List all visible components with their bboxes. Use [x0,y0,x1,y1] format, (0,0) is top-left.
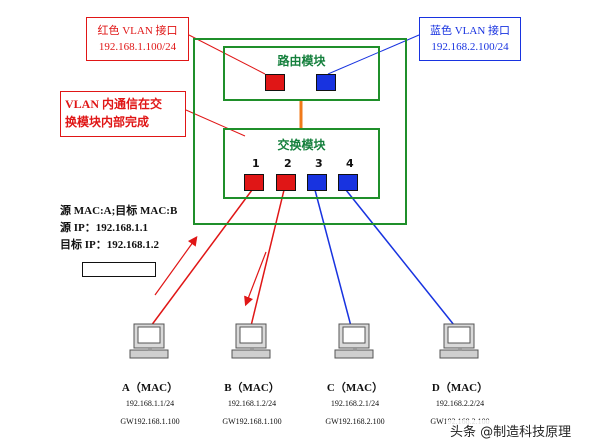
cable-port4-hostD [345,189,459,331]
port-number-3: 3 [315,157,323,170]
arrow-down-to-b [244,251,267,307]
blue-vlan-callout: 蓝色 VLAN 接口 192.168.2.100/24 [419,17,521,61]
vlan-note-callout: VLAN 内通信在交 换模块内部完成 [60,91,186,137]
layer3-switch [193,38,407,225]
routing-module-label: 路由模块 [277,54,326,68]
host-b-gw: GW192.168.1.100 [222,417,282,426]
cable-port2-hostB [249,189,285,331]
empty-frame-box [82,262,156,277]
packet-info: 源 MAC:A;目标 MAC:B 源 IP：192.168.1.1 目标 IP：… [60,203,177,254]
port-number-2: 2 [284,157,292,170]
computer-icon-d [439,323,479,359]
computer-icon-b [231,323,271,359]
packet-dst-ip-line: 目标 IP：192.168.1.2 [60,239,159,251]
host-b-ip: 192.168.1.2/24 [227,399,277,408]
vlan-note-line1: VLAN 内通信在交 [65,97,163,111]
watermark: 头条 @制造科技原理 [446,420,576,441]
red-vlan-title: 红色 VLAN 接口 [97,25,178,37]
switch-port-4 [338,174,358,191]
blue-vlan-title: 蓝色 VLAN 接口 [429,25,511,37]
switch-port-1 [244,174,264,191]
routing-port-blue [316,74,336,91]
port-number-4: 4 [346,157,354,170]
port-number-1: 1 [252,157,260,170]
blue-vlan-ip: 192.168.2.100/24 [431,41,509,53]
vlan-note-leader [185,109,246,137]
red-vlan-leader [188,34,266,75]
switch-port-3 [307,174,327,191]
switching-module-label: 交换模块 [277,138,326,152]
red-vlan-ip: 192.168.1.100/24 [98,41,177,53]
host-c-name: C（MAC） [326,382,384,394]
arrow-up-from-a [154,236,198,296]
switching-module: 交换模块 1 2 3 4 [223,128,380,199]
routing-port-red [265,74,285,91]
switch-port-2 [276,174,296,191]
host-b-name: B（MAC） [224,382,280,394]
host-c-gw: GW192.168.2.100 [325,417,385,426]
host-c-ip: 192.168.2.1/24 [330,399,380,408]
host-a-gw: GW192.168.1.100 [120,417,180,426]
packet-src-ip-line: 源 IP：192.168.1.1 [60,222,148,234]
packet-mac-line: 源 MAC:A;目标 MAC:B [60,205,178,217]
host-d-name: D（MAC） [431,382,489,394]
host-a-name: A（MAC） [121,382,179,394]
computer-icon-c [334,323,374,359]
computer-icon-a [129,323,169,359]
cable-port1-hostA [147,189,253,331]
blue-vlan-leader [327,34,420,75]
vlan-note-line2: 换模块内部完成 [65,115,150,129]
host-d-ip: 192.168.2.2/24 [435,399,485,408]
routing-module: 路由模块 [223,46,380,101]
cable-port3-hostC [314,189,353,331]
host-a-ip: 192.168.1.1/24 [125,399,175,408]
red-vlan-callout: 红色 VLAN 接口 192.168.1.100/24 [86,17,189,61]
